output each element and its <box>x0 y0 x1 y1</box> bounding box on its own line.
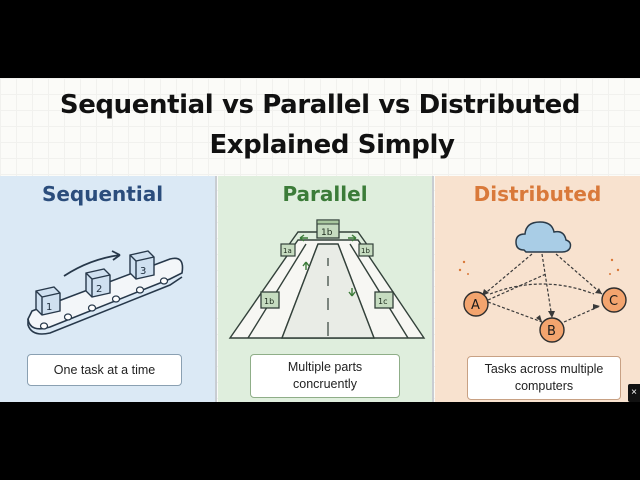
sequential-caption-text: One task at a time <box>53 362 156 377</box>
sequential-caption: One task at a time <box>27 354 182 386</box>
parallel-caption: Multiple parts concruently <box>250 354 400 398</box>
cloud-network-icon: A B C <box>458 221 627 343</box>
panel-divider <box>215 176 217 402</box>
sequential-title: Sequential <box>41 182 164 206</box>
distributed-caption: Tasks across multiple computers <box>467 356 621 400</box>
multi-lane-road-icon: 1b 1a 1b 1b 1c <box>228 219 426 339</box>
task-box-2-label: 2 <box>96 284 102 295</box>
slide: Sequential vs Parallel vs Distributed Ex… <box>0 78 640 402</box>
parallel-caption-line-1: Multiple parts <box>287 360 363 374</box>
distributed-caption-line-2: computers <box>514 379 574 393</box>
parallel-box-right-top-label: 1b <box>361 247 370 255</box>
node-a-label: A <box>471 298 480 313</box>
parallel-box-right-bottom: 1c <box>374 291 394 309</box>
task-box-3: 3 <box>129 250 155 280</box>
node-b-label: B <box>547 324 556 339</box>
parallel-box-top-label: 1b <box>321 228 333 238</box>
node-b: B <box>539 317 565 343</box>
parallel-caption-line-2: concruently <box>293 377 357 391</box>
conveyor-belt-icon: 1 2 3 <box>27 250 184 335</box>
page-title-line-1: Sequential vs Parallel vs Distributed <box>59 90 581 120</box>
parallel-box-right-top: 1b <box>358 243 374 257</box>
parallel-box-left-bottom-label: 1b <box>264 297 274 306</box>
cloud-icon <box>515 221 572 253</box>
sparkle-dots <box>458 258 620 275</box>
parallel-box-right-bottom-label: 1c <box>378 297 388 306</box>
distributed-caption-line-1: Tasks across multiple <box>484 362 604 376</box>
node-c: C <box>601 287 627 313</box>
panel-divider <box>432 176 434 402</box>
node-c-label: C <box>609 294 618 309</box>
parallel-box-top: 1b <box>316 219 340 239</box>
parallel-box-left-bottom: 1b <box>260 291 280 309</box>
page-title-line-2: Explained Simply <box>209 130 455 160</box>
parallel-box-left-top-label: 1a <box>283 247 292 255</box>
task-box-2: 2 <box>85 268 111 298</box>
parallel-title: Parallel <box>282 182 368 206</box>
task-box-1-label: 1 <box>46 302 52 313</box>
task-box-1: 1 <box>35 286 61 316</box>
node-a: A <box>463 291 489 317</box>
task-box-3-label: 3 <box>140 266 146 277</box>
distributed-title: Distributed <box>473 182 602 206</box>
parallel-box-left-top: 1a <box>280 243 296 257</box>
close-icon[interactable]: × <box>628 384 640 402</box>
